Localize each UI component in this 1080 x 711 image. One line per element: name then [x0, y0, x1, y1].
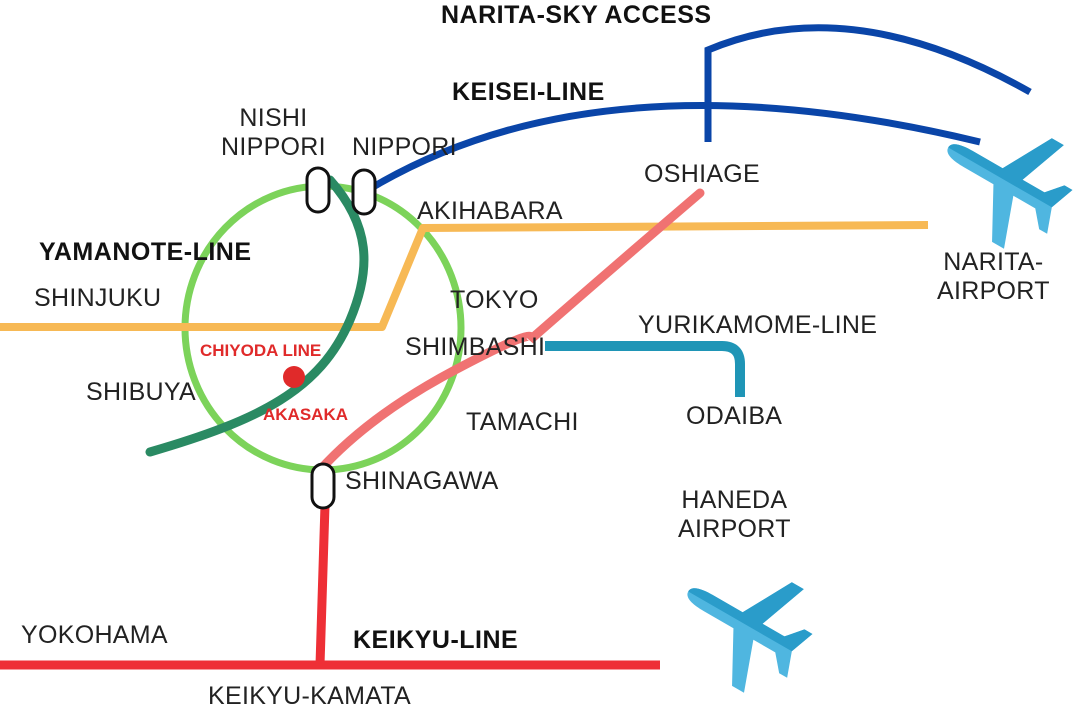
- nishi-nippori-label-line2: NIPPORI: [221, 132, 326, 161]
- yurikamome-line-label: YURIKAMOME-LINE: [638, 311, 878, 339]
- nippori-label: NIPPORI: [352, 133, 457, 161]
- chuo-line: [0, 221, 929, 331]
- akihabara-label: AKIHABARA: [417, 197, 563, 225]
- chiyoda-line: [145, 175, 369, 457]
- nishi-nippori-label: NISHI NIPPORI: [221, 104, 326, 162]
- narita-sky-access-line: [704, 24, 1032, 142]
- shinagawa-station-marker: [310, 462, 336, 510]
- akasaka-label: AKASAKA: [263, 405, 348, 424]
- narita-airplane-icon: [947, 138, 1073, 249]
- keikyu-line-branch: [315, 504, 330, 666]
- haneda-airport-label: HANEDA AIRPORT: [678, 486, 791, 544]
- yokohama-label: YOKOHAMA: [21, 621, 168, 649]
- nishi-nippori-station-marker: [305, 166, 331, 214]
- shinagawa-label: SHINAGAWA: [345, 467, 499, 495]
- haneda-airport-label-line2: AIRPORT: [678, 514, 791, 543]
- keikyu-kamata-label: KEIKYU-KAMATA: [208, 682, 412, 710]
- shinjuku-label: SHINJUKU: [34, 284, 162, 312]
- yurikamome-line: [545, 341, 745, 397]
- yamanote-line-label: YAMANOTE-LINE: [39, 238, 252, 266]
- keisei-line-label: KEISEI-LINE: [452, 78, 605, 106]
- chiyoda-line-label: CHIYODA LINE: [200, 341, 322, 360]
- asakusa-line: [315, 188, 705, 475]
- shibuya-label: SHIBUYA: [86, 378, 196, 406]
- oshiage-label: OSHIAGE: [644, 160, 761, 188]
- haneda-airplane-icon: [687, 582, 813, 693]
- shimbashi-label: SHIMBASHI: [405, 333, 546, 361]
- akasaka-station-dot: [283, 366, 305, 388]
- nishi-nippori-label-line1: NISHI: [239, 104, 308, 132]
- haneda-airport-label-line1: HANEDA: [681, 486, 788, 514]
- tamachi-label: TAMACHI: [466, 408, 579, 436]
- narita-airport-label: NARITA- AIRPORT: [937, 248, 1050, 306]
- nippori-station-marker: [351, 168, 377, 216]
- odaiba-label: ODAIBA: [686, 402, 783, 430]
- keikyu-line-label: KEIKYU-LINE: [353, 626, 519, 654]
- narita-airport-label-line1: NARITA-: [943, 248, 1044, 276]
- keisei-line: [366, 102, 981, 193]
- narita-sky-access-label: NARITA-SKY ACCESS: [441, 1, 712, 29]
- tokyo-label: TOKYO: [450, 286, 539, 314]
- narita-airport-label-line2: AIRPORT: [937, 276, 1050, 305]
